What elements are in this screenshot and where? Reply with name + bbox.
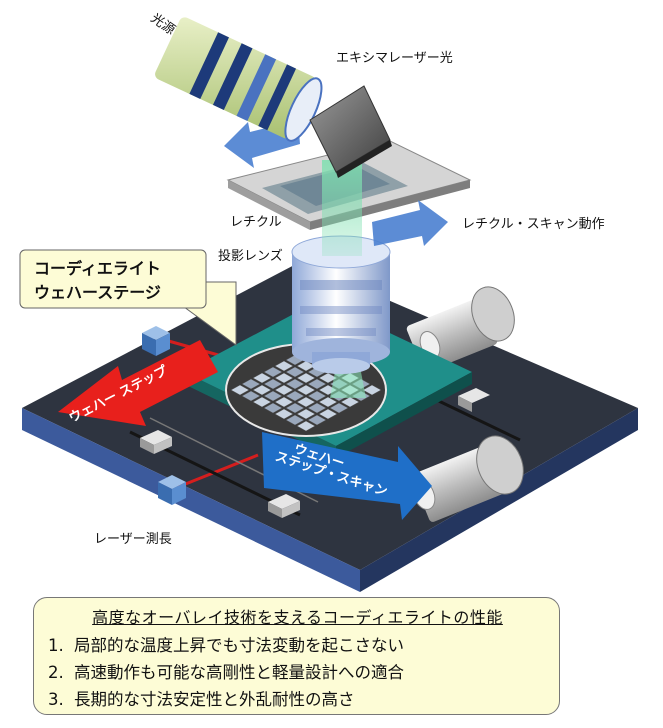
label-laser-measure: レーザー測長 xyxy=(94,532,172,547)
light-source xyxy=(155,17,323,142)
summary-item-number: 1. xyxy=(48,636,64,655)
label-projection-lens: 投影レンズ xyxy=(218,248,283,264)
wafer-die xyxy=(252,396,272,408)
summary-item: 2. 高速動作も可能な高剛性と軽量設計への適合 xyxy=(48,659,547,686)
wafer-die xyxy=(263,366,283,378)
wafer-die xyxy=(296,384,316,396)
label-reticle-scan: レチクル・スキャン動作 xyxy=(462,217,605,232)
wafer-die xyxy=(274,384,294,396)
exposure-beam-upper xyxy=(322,160,362,256)
summary-item-number: 2. xyxy=(48,663,64,682)
wafer-die xyxy=(285,414,305,426)
summary-item-text: 高速動作も可能な高剛性と軽量設計への適合 xyxy=(74,663,404,682)
wafer-die xyxy=(296,408,316,420)
summary-item: 1. 局部的な温度上昇でも寸法変動を起こさない xyxy=(48,632,547,659)
wafer-die xyxy=(340,396,360,408)
summary-item-text: 局部的な温度上昇でも寸法変動を起こさない xyxy=(74,636,404,655)
wafer-die xyxy=(230,384,250,396)
wafer-die xyxy=(307,378,327,390)
wafer-die xyxy=(263,390,283,402)
wafer-die xyxy=(329,402,349,414)
rail-blocks xyxy=(140,388,490,518)
laser-head-bottom xyxy=(158,475,186,505)
mirror xyxy=(309,85,392,178)
wafer-die xyxy=(307,390,327,402)
wafer-die xyxy=(241,378,261,390)
wafer-die xyxy=(274,360,294,372)
wafer-die xyxy=(285,378,305,390)
wafer-die xyxy=(285,390,305,402)
wafer-die xyxy=(307,402,327,414)
wafer-die xyxy=(285,366,305,378)
laser-head-top xyxy=(142,326,170,356)
summary-item-number: 3. xyxy=(48,690,64,709)
wafer-die xyxy=(263,402,283,414)
wafer-die xyxy=(296,396,316,408)
wafer-die xyxy=(274,408,294,420)
wafer-die xyxy=(318,396,338,408)
wafer-die xyxy=(307,414,327,426)
summary-title: 高度なオーバレイ技術を支えるコーディエライトの性能 xyxy=(92,608,503,627)
label-excimer-laser: エキシマレーザー光 xyxy=(336,51,453,66)
wafer-die xyxy=(274,372,294,384)
wafer-die xyxy=(252,372,272,384)
label-reticle: レチクル xyxy=(230,215,282,230)
wafer-die xyxy=(362,384,382,396)
wafer-die xyxy=(263,378,283,390)
summary-item: 3. 長期的な寸法安定性と外乱耐性の高さ xyxy=(48,686,547,713)
wafer-die xyxy=(318,408,338,420)
wafer-die xyxy=(318,372,338,384)
wafer-die xyxy=(296,372,316,384)
wafer-die xyxy=(274,396,294,408)
wafer-die xyxy=(241,390,261,402)
wafer-die xyxy=(252,384,272,396)
projection-lens xyxy=(291,235,391,374)
callout-line-2: ウェハーステージ xyxy=(34,283,161,302)
stage-callout: コーディエライト ウェハーステージ xyxy=(19,249,237,346)
wafer-die xyxy=(285,402,305,414)
reticle-scan-arrow xyxy=(372,200,448,246)
performance-summary-box: 高度なオーバレイ技術を支えるコーディエライトの性能 1. 局部的な温度上昇でも寸法… xyxy=(33,597,560,715)
laser-beam-bottom xyxy=(177,453,259,489)
callout-line-1: コーディエライト xyxy=(34,259,161,278)
summary-item-text: 長期的な寸法安定性と外乱耐性の高さ xyxy=(74,690,355,709)
wafer-die xyxy=(296,420,316,432)
